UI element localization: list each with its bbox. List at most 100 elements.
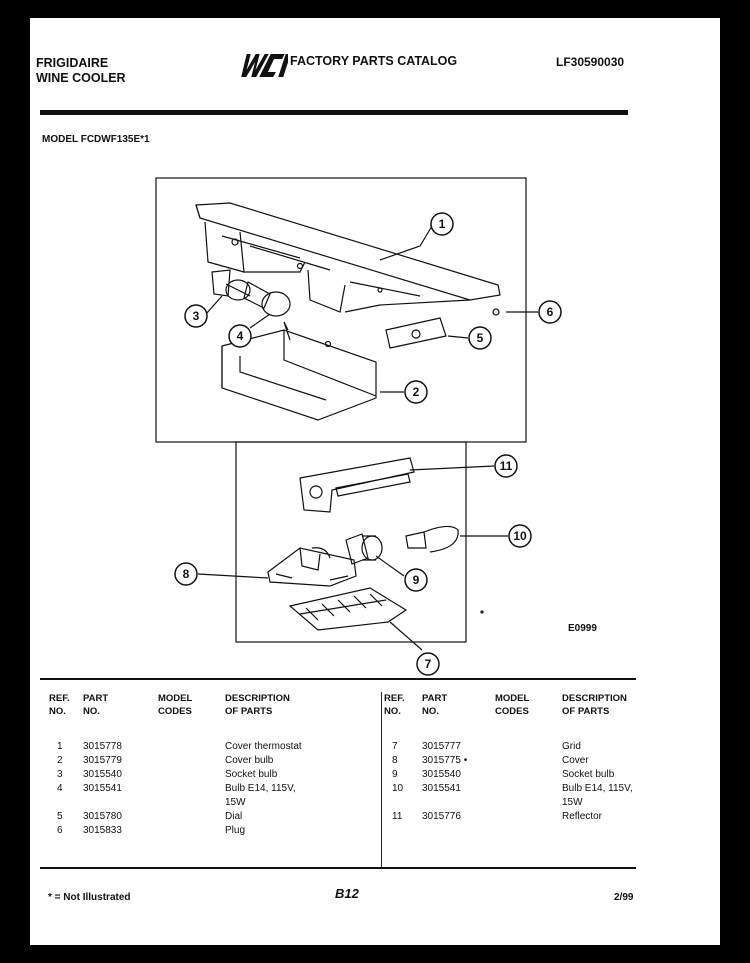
part-no: 3015775 • [422, 755, 468, 766]
part-no: 3015541 [83, 783, 122, 794]
part-description: Socket bulb [562, 769, 615, 780]
table-row: 10 3015541 Bulb E14, 115V, [40, 782, 636, 796]
part-no: 3015778 [83, 741, 122, 752]
part-description: Grid [562, 741, 581, 752]
table-row: 5 3015780 Dial [40, 810, 380, 824]
table-row: 4 3015541 Bulb E14, 115V, [40, 782, 380, 796]
ref-no: 2 [57, 755, 63, 766]
part-1-control-housing [195, 202, 501, 313]
leader-4 [249, 313, 271, 329]
part-description: Reflector [562, 811, 603, 822]
callout-5: 5 [468, 326, 492, 350]
ref-no: 4 [57, 783, 63, 794]
table-row: 3 3015540 Socket bulb [40, 768, 380, 782]
catalog-code: LF30590030 [556, 55, 625, 69]
part-10-bulb [405, 525, 459, 553]
callout-6: 6 [538, 300, 562, 324]
ref-no: 6 [57, 825, 63, 836]
part-no: 3015540 [83, 769, 122, 780]
callout-7: 7 [416, 652, 440, 676]
ref-no: 8 [392, 755, 398, 766]
leader-3 [205, 295, 223, 315]
table-bottom-rule [40, 867, 636, 869]
part-no: 3015540 [422, 769, 461, 780]
not-illustrated-note: * = Not Illustrated [48, 892, 131, 903]
callout-1: 1 [430, 212, 454, 236]
svg-text:10: 10 [513, 529, 527, 543]
part-8-cover [267, 547, 357, 587]
callout-10: 10 [508, 524, 532, 548]
part-description: Bulb E14, 115V, [562, 783, 633, 794]
leader-9 [375, 555, 405, 577]
callout-9: 9 [404, 568, 428, 592]
leader-8 [197, 573, 269, 579]
ref-no: 10 [392, 783, 404, 794]
table-row: 2 3015779 Cover bulb [40, 754, 380, 768]
brand-name: FRIGIDAIRE [36, 56, 109, 70]
ref-no: 3 [57, 769, 63, 780]
ref-no: 7 [392, 741, 398, 752]
right-rows: 7 3015777 Grid 8 3015775 • Cover 9 3015540 Socke… [40, 740, 636, 824]
part-description: 15W [225, 797, 246, 808]
leader-7 [389, 621, 423, 651]
callout-2: 2 [404, 380, 428, 404]
leader-11 [409, 465, 495, 471]
callout-4: 4 [228, 324, 252, 348]
part-no: 3015776 [422, 811, 461, 822]
part-description: Cover bulb [225, 755, 274, 766]
illustration-code: E0999 [568, 623, 597, 634]
part-description: Bulb E14, 115V, [225, 783, 296, 794]
part-6-plug [492, 308, 500, 316]
svg-text:6: 6 [547, 305, 554, 319]
callout-11: 11 [494, 454, 518, 478]
ref-no: 9 [392, 769, 398, 780]
catalog-title: FACTORY PARTS CATALOG [290, 54, 458, 68]
part-7-grid [288, 587, 408, 631]
part-no: 3015777 [422, 741, 461, 752]
callout-3: 3 [184, 304, 208, 328]
ref-no: 1 [57, 741, 63, 752]
table-row: 15W [40, 796, 380, 810]
lower-diagram-frame [235, 441, 467, 643]
ref-no: 5 [57, 811, 63, 822]
revision-date: 2/99 [614, 892, 634, 903]
model-label: MODEL FCDWF135E*1 [42, 134, 150, 145]
product-name: WINE COOLER [36, 71, 126, 85]
svg-text:2: 2 [413, 385, 420, 399]
part-no: 3015780 [83, 811, 122, 822]
table-row: 9 3015540 Socket bulb [40, 768, 636, 782]
part-no: 3015833 [83, 825, 122, 836]
part-description: Socket bulb [225, 769, 278, 780]
upper-diagram-frame [155, 177, 527, 443]
table-row: 8 3015775 • Cover [40, 754, 636, 768]
leader-1 [379, 225, 433, 261]
table-top-rule [40, 678, 636, 680]
svg-text:11: 11 [500, 459, 513, 473]
part-no: 3015779 [83, 755, 122, 766]
part-description: Dial [225, 811, 243, 822]
part-description: Cover [562, 755, 589, 766]
brand-block: FRIGIDAIRE WINE COOLER [36, 56, 126, 86]
svg-text:9: 9 [413, 573, 420, 587]
header-ref-right: REF.NO. [384, 693, 405, 717]
part-4-bulb [243, 281, 291, 317]
svg-text:5: 5 [477, 331, 484, 345]
svg-text:7: 7 [425, 657, 432, 671]
svg-text:1: 1 [439, 217, 446, 231]
catalog-page [30, 18, 720, 945]
part-2-cover-bulb [221, 321, 377, 421]
svg-text:3: 3 [193, 309, 200, 323]
part-11-reflector [299, 457, 415, 513]
wci-logo [236, 50, 291, 85]
header-rule [40, 110, 628, 115]
